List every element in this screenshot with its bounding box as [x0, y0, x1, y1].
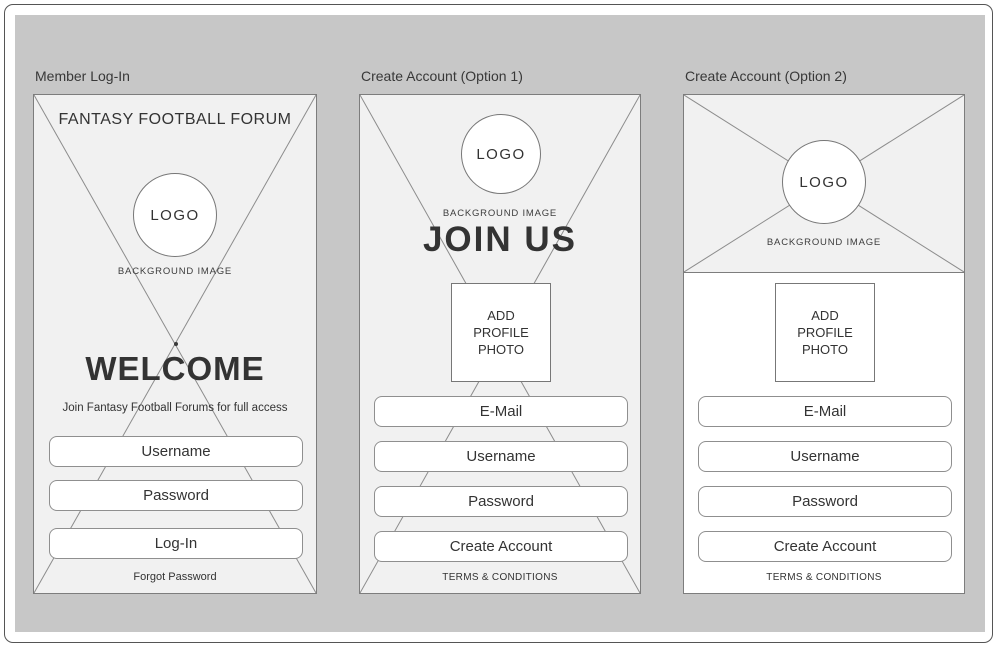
username-field[interactable]: Username [698, 441, 952, 472]
signup-screen-option2: LOGO BACKGROUND IMAGE ADD PROFILE PHOTO … [683, 94, 965, 594]
panel-label-create-account-2: Create Account (Option 2) [685, 68, 847, 84]
panel-label-create-account-1: Create Account (Option 1) [361, 68, 523, 84]
logo-circle: LOGO [133, 173, 217, 257]
background-image-caption: BACKGROUND IMAGE [117, 266, 233, 277]
logo-label: LOGO [476, 145, 526, 163]
logo-label: LOGO [150, 206, 200, 224]
terms-conditions-link[interactable]: TERMS & CONDITIONS [766, 572, 882, 583]
welcome-subheadline: Join Fantasy Football Forums for full ac… [62, 402, 288, 414]
logo-circle: LOGO [461, 114, 541, 194]
add-profile-photo-button[interactable]: ADD PROFILE PHOTO [451, 283, 551, 382]
password-field[interactable]: Password [49, 480, 303, 511]
create-account-button[interactable]: Create Account [698, 531, 952, 562]
placeholder-center-dot [174, 342, 178, 346]
panel-label-member-login: Member Log-In [35, 68, 130, 84]
logo-label: LOGO [799, 173, 849, 191]
create-account-button[interactable]: Create Account [374, 531, 628, 562]
background-image-caption: BACKGROUND IMAGE [442, 208, 558, 219]
username-field[interactable]: Username [374, 441, 628, 472]
login-button[interactable]: Log-In [49, 528, 303, 559]
email-field[interactable]: E-Mail [698, 396, 952, 427]
welcome-headline: WELCOME [85, 350, 265, 387]
password-field[interactable]: Password [698, 486, 952, 517]
logo-circle: LOGO [782, 140, 866, 224]
terms-conditions-link[interactable]: TERMS & CONDITIONS [442, 572, 558, 583]
add-profile-photo-button[interactable]: ADD PROFILE PHOTO [775, 283, 875, 382]
background-image-area: LOGO BACKGROUND IMAGE [684, 95, 964, 273]
login-screen: FANTASY FOOTBALL FORUM LOGO BACKGROUND I… [33, 94, 317, 594]
email-field[interactable]: E-Mail [374, 396, 628, 427]
background-image-caption: BACKGROUND IMAGE [766, 237, 882, 248]
forgot-password-link[interactable]: Forgot Password [133, 571, 217, 583]
signup-screen-option1: LOGO BACKGROUND IMAGE JOIN US ADD PROFIL… [359, 94, 641, 594]
joinus-headline: JOIN US [422, 220, 578, 259]
username-field[interactable]: Username [49, 436, 303, 467]
artboard: Member Log-In FANTASY FOOTBALL FORUM LOG… [15, 15, 985, 632]
password-field[interactable]: Password [374, 486, 628, 517]
app-title: FANTASY FOOTBALL FORUM [58, 111, 292, 128]
